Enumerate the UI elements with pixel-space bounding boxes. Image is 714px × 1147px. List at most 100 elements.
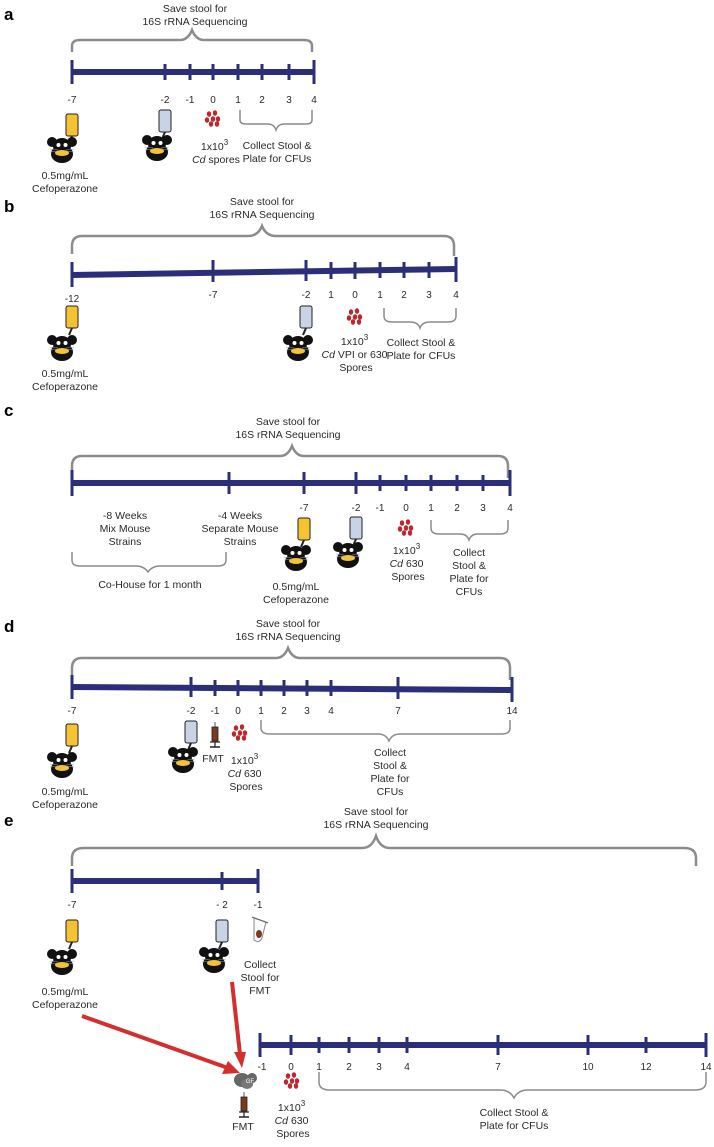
tick-label: 3 [480,503,486,514]
tick-label: 14 [700,1062,712,1073]
fmt-label: FMT [202,753,224,765]
tick-label: 3 [376,1062,382,1073]
germ-free-mouse-icon [234,1073,257,1089]
tick-label: -7 [209,290,218,301]
collection-bracket [383,308,457,331]
collection-label: Collect Stool &Plate for CFUs [387,337,456,362]
syringe-icon [238,1091,250,1118]
tick-label: 4 [328,706,334,717]
mouse-icon [141,134,173,162]
tick-label: 0 [403,503,409,514]
bracket-title-line1: Save stool for [256,618,321,630]
tick-label: 12 [640,1062,652,1073]
bracket-title-line1: Save stool for [256,416,321,428]
germ-free-label: GF [246,1079,255,1085]
syringe-icon [209,721,221,748]
panel-label: c [4,401,13,420]
mouse-icon [46,136,78,164]
tick-label: 7 [495,1062,501,1073]
mouse-icon [46,751,78,779]
tick-labels: -7 -2 -1 0 1 2 3 4 7 14 [68,706,518,717]
mouse-icon [332,541,364,569]
tick-label: -7 [68,900,77,911]
timeline-bar [71,684,513,693]
tick-label: -1 [376,503,385,514]
tick-label: 2 [401,290,407,301]
spore-dose-label: 1x103 Cd VPI or 630 Spores [322,331,391,374]
spore-dose-label: 1x103 Cd 630 Spores [390,540,427,583]
tick-label: -2 [352,503,361,514]
cohouse-label: Co-House for 1 month [98,579,201,591]
mouse-icon [46,334,78,362]
antibiotic-water-bottle-icon [65,919,79,950]
collection-label: Collect Stool &Plate for CFUs [480,1107,549,1132]
spores-icon [397,519,414,536]
timeline-ticks [258,1033,708,1057]
timeline-ticks [70,470,512,496]
panel-label: b [4,197,14,216]
tick-label: -12 [65,294,80,305]
collection-bracket [318,1072,707,1100]
timeline-ticks [70,257,458,287]
tick-label: 1 [316,1062,322,1073]
collection-bracket [239,110,313,133]
timeline-ticks [70,675,514,702]
sequencing-bracket [70,442,510,478]
bracket-title-line1: Save stool for [230,196,295,208]
tick-label: 1 [377,290,383,301]
tick-label: 7 [395,706,401,717]
tick-label: 2 [259,95,265,106]
tick-label: 10 [582,1062,594,1073]
vehicle-water-bottle-icon [184,720,198,751]
tick-label: 0 [288,1062,294,1073]
spores-icon [231,724,248,741]
mouse-icon [46,948,78,976]
panel-label: d [4,617,14,636]
spore-dose-label: 1x103 Cd 630 Spores [275,1097,312,1140]
spore-dose-label: 1x103 Cd 630 Spores [228,750,265,793]
spores-icon [283,1072,300,1089]
panel-label: a [4,5,14,24]
fmt-label: FMT [232,1121,254,1133]
tick-labels: -7 -2 -1 0 1 2 3 4 [68,95,318,106]
tick-labels: -7 -2 -1 0 1 2 3 4 [300,503,514,514]
sequencing-bracket [70,644,512,680]
collection-bracket [260,720,511,743]
spore-dose-label: 1x103 Cd spores [192,136,240,166]
tick-label: -1 [258,1062,267,1073]
bracket-title-line2: 16S rRNA Sequencing [235,429,340,441]
tick-label: 3 [426,290,432,301]
tick-label: 3 [304,706,310,717]
tick-label: 2 [281,706,287,717]
sequencing-bracket [70,832,698,866]
tick-label: 3 [286,95,292,106]
tick-labels: -1 0 1 2 3 4 7 10 12 14 [258,1062,712,1073]
tick-label: -7 [300,503,309,514]
bracket-title-line2: 16S rRNA Sequencing [142,16,247,28]
tick-label: 1 [428,503,434,514]
mouse-icon [198,946,230,974]
timeline-ticks [70,869,260,893]
timeline-ticks [70,60,316,84]
tick-label: 0 [210,95,216,106]
bracket-title-line2: 16S rRNA Sequencing [209,209,314,221]
tick-label: 0 [235,706,241,717]
vehicle-water-bottle-icon [158,109,172,140]
tick-labels: -12 -7 -2 1 0 1 2 3 4 [65,290,459,305]
spores-icon [204,110,221,127]
panel-e: e Save stool for 16S rRNA Sequencing -7 … [4,806,712,1140]
bracket-title-line1: Save stool for [163,3,228,15]
tick-label: -7 [68,95,77,106]
tick-label: -1 [254,900,263,911]
tick-label: 4 [507,503,513,514]
